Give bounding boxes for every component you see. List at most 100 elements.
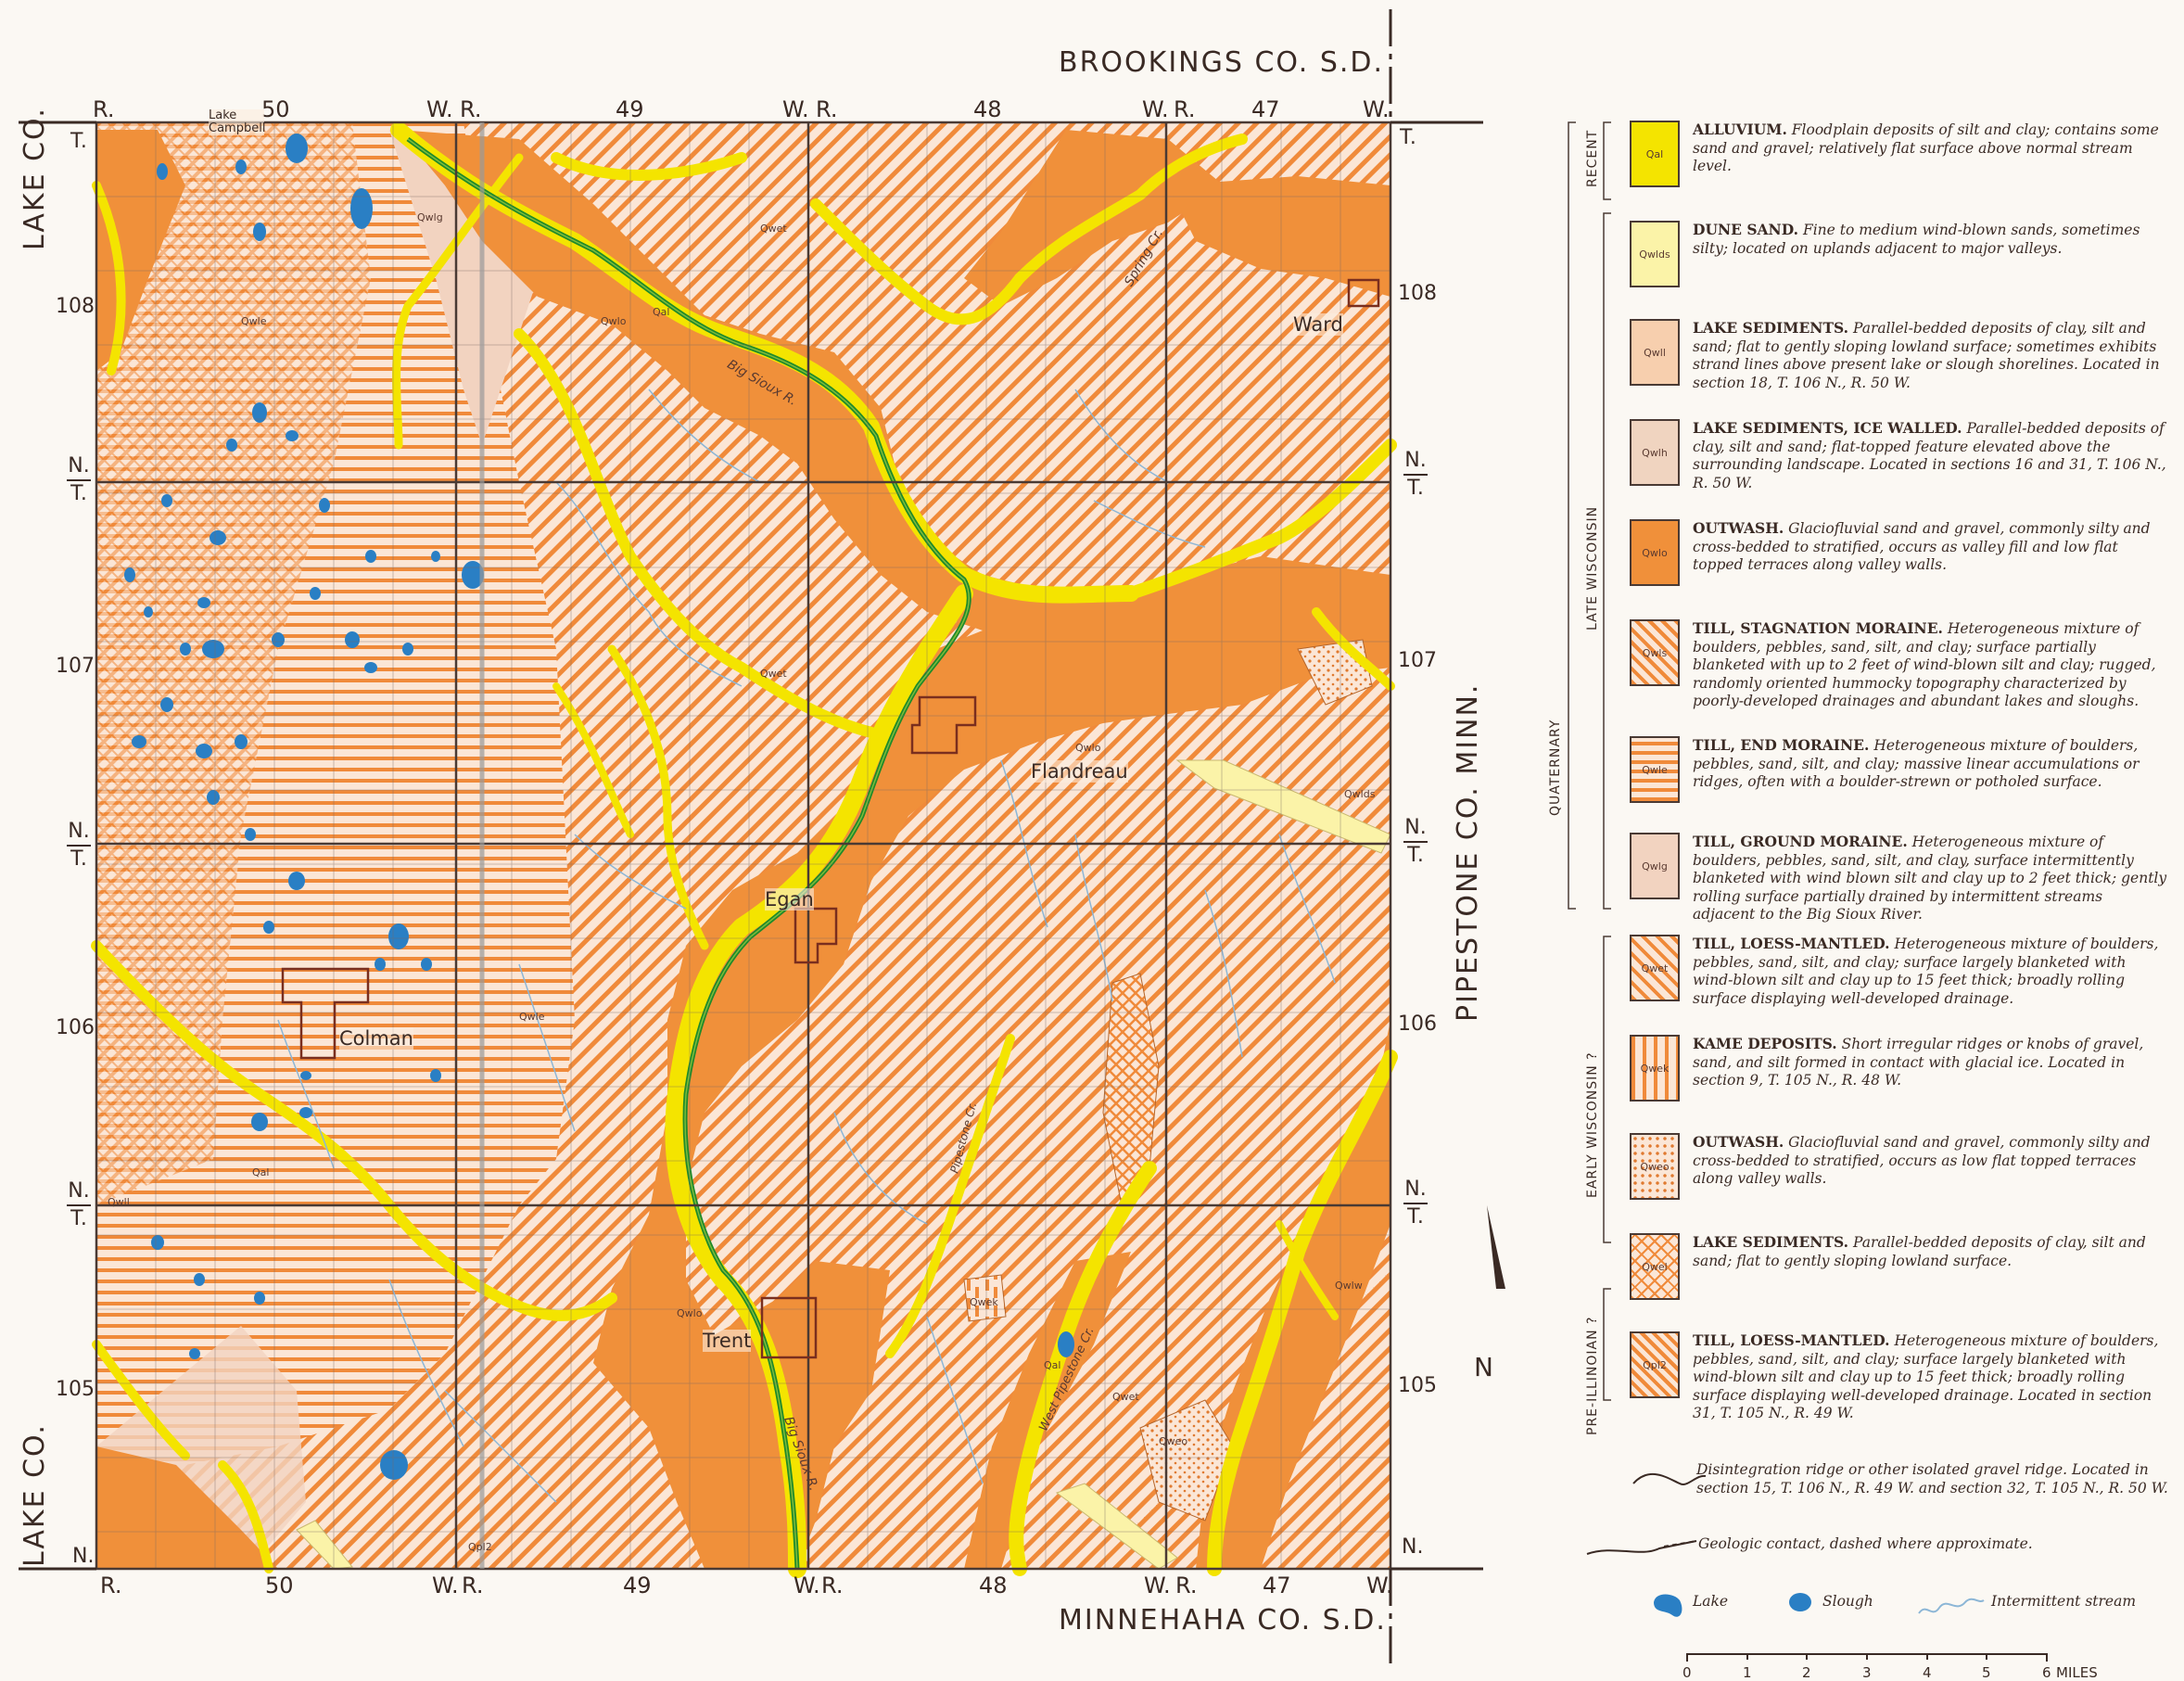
map-unit-label: Qwlo: [601, 315, 627, 327]
township-number: 105: [1398, 1374, 1437, 1397]
map-unit-label: Qwll: [108, 1196, 130, 1208]
range-label: R.: [100, 1573, 122, 1598]
township-number: 108: [1398, 282, 1437, 305]
legend-slough-text: Slough: [1822, 1593, 1873, 1610]
map-unit-label: Qwlg: [417, 211, 443, 223]
scale-tick-label: 1: [1743, 1664, 1752, 1681]
town-label-colman: Colman: [339, 1027, 413, 1050]
range-label: W.: [1142, 96, 1169, 122]
range-label: 48: [979, 1573, 1008, 1598]
township-t-mark: T.: [70, 130, 87, 153]
lake-symbol: [1654, 1594, 1682, 1617]
range-label: R.: [821, 1573, 844, 1598]
map-unit-label: Qwet: [1112, 1391, 1139, 1403]
legend-swatch: Qwet: [1630, 935, 1680, 1001]
map-unit-label: Qwek: [970, 1296, 998, 1308]
range-label: 50: [265, 1573, 294, 1598]
town-label-flandreau: Flandreau: [1031, 760, 1128, 783]
township-nt-mark: N.T.: [1403, 1178, 1428, 1229]
town-label-lake-campbell: Lake Campbell: [209, 108, 266, 135]
slough-symbol: [1789, 1593, 1811, 1611]
range-label: R.: [462, 1573, 484, 1598]
legend-swatch: Qwel: [1630, 1233, 1680, 1300]
range-label: R.: [93, 96, 115, 122]
north-arrow-shape: [1487, 1205, 1505, 1289]
legend-swatch: Qwlo: [1630, 519, 1680, 586]
range-label: 48: [973, 96, 1002, 122]
legend-swatch: Qal: [1630, 121, 1680, 187]
legend-swatch: Qwlds: [1630, 221, 1680, 287]
legend-text: TILL, GROUND MORAINE. Heterogeneous mixt…: [1693, 833, 2167, 923]
township-number: 107: [56, 655, 95, 678]
scale-tick-label: 3: [1862, 1664, 1872, 1681]
legend-swatch: Qwll: [1630, 319, 1680, 386]
legend-swatch: Qweo: [1630, 1133, 1680, 1200]
range-label: R.: [816, 96, 838, 122]
map-unit-label: Qal: [653, 306, 670, 318]
town-label-egan: Egan: [765, 888, 814, 911]
legend-stream-text: Intermittent stream: [1991, 1593, 2137, 1610]
township-n-mark: N.: [1402, 1535, 1424, 1559]
town-label-ward: Ward: [1293, 313, 1343, 336]
township-n-mark: N.: [72, 1545, 95, 1568]
map-unit-label: Qwlo: [1075, 742, 1101, 754]
range-label: R.: [1174, 96, 1196, 122]
map-unit-label: Qwle: [241, 315, 267, 327]
map-unit-label: Qal: [252, 1166, 270, 1178]
legend-swatch: Qwek: [1630, 1035, 1680, 1102]
legend-text: LAKE SEDIMENTS, ICE WALLED. Parallel-bed…: [1693, 419, 2166, 491]
ridge-symbol: [1632, 1473, 1707, 1486]
intermittent-streams: [277, 388, 1336, 1503]
county-west-bottom-label: LAKE CO.: [19, 1423, 51, 1567]
lakes: [124, 134, 1074, 1480]
era-label-pre-illinoian: PRE-ILLINOIAN ?: [1585, 1316, 1600, 1435]
legend-text: OUTWASH. Glaciofluvial sand and gravel, …: [1693, 519, 2151, 573]
township-number: 108: [56, 295, 95, 318]
map-unit-label: Qal: [1044, 1359, 1061, 1371]
township-number: 105: [56, 1378, 95, 1401]
unit-qwlo-northeast: [1168, 176, 1390, 297]
town-boundaries: [281, 278, 1380, 1359]
township-nt-mark: N.T.: [1403, 816, 1428, 867]
range-label: R.: [460, 96, 482, 122]
legend-text: LAKE SEDIMENTS. Parallel-bedded deposits…: [1693, 319, 2160, 391]
range-label: W.: [782, 96, 809, 122]
big-sioux-river-bank: [407, 138, 970, 1570]
township-t-mark: T.: [1400, 126, 1416, 149]
unit-qwlds-3: [296, 1520, 353, 1570]
township-nt-mark: N.T.: [1403, 449, 1428, 500]
scale-tick-label: 5: [1982, 1664, 1991, 1681]
county-west-top-label: LAKE CO.: [19, 107, 51, 250]
legend-contact-text: Geologic contact, dashed where approxima…: [1698, 1535, 2033, 1552]
map-unit-label: Qwle: [519, 1011, 545, 1023]
scale-bar: [1686, 1653, 2048, 1662]
range-label: W.: [426, 96, 453, 122]
legend-swatch: Qwle: [1630, 736, 1680, 803]
legend-lake-text: Lake: [1693, 1593, 1729, 1610]
map-unit-label: Qwet: [760, 668, 787, 680]
contact-symbol: [1586, 1540, 1697, 1555]
scale-unit-label: MILES: [2056, 1664, 2098, 1681]
range-label: R.: [1175, 1573, 1198, 1598]
range-label: W.: [1144, 1573, 1171, 1598]
township-number: 106: [56, 1016, 95, 1039]
legend-swatch: Qwlh: [1630, 419, 1680, 486]
map-unit-label: Qwlw: [1335, 1280, 1363, 1292]
range-label: 49: [623, 1573, 652, 1598]
county-south-label: MINNEHAHA CO. S.D.: [1059, 1604, 1387, 1636]
range-label: W.: [1363, 96, 1390, 122]
scale-tick-label: 4: [1923, 1664, 1932, 1681]
map-unit-label: Qwlds: [1344, 788, 1376, 800]
township-nt-mark: N.T.: [67, 1179, 91, 1230]
stream-symbol: [1918, 1598, 1985, 1614]
map-unit-label: Qwlo: [677, 1307, 703, 1319]
legend-text: OUTWASH. Glaciofluvial sand and gravel, …: [1693, 1133, 2151, 1187]
legend-brackets: [1568, 121, 1611, 1401]
legend-text: TILL, LOESS-MANTLED. Heterogeneous mixtu…: [1693, 935, 2159, 1007]
legend-swatch: Qwls: [1630, 619, 1680, 686]
range-label: W.: [794, 1573, 820, 1598]
legend-text: LAKE SEDIMENTS. Parallel-bedded deposits…: [1693, 1233, 2146, 1269]
unit-qwls-area: [96, 122, 371, 1205]
township-nt-mark: N.T.: [67, 454, 91, 505]
